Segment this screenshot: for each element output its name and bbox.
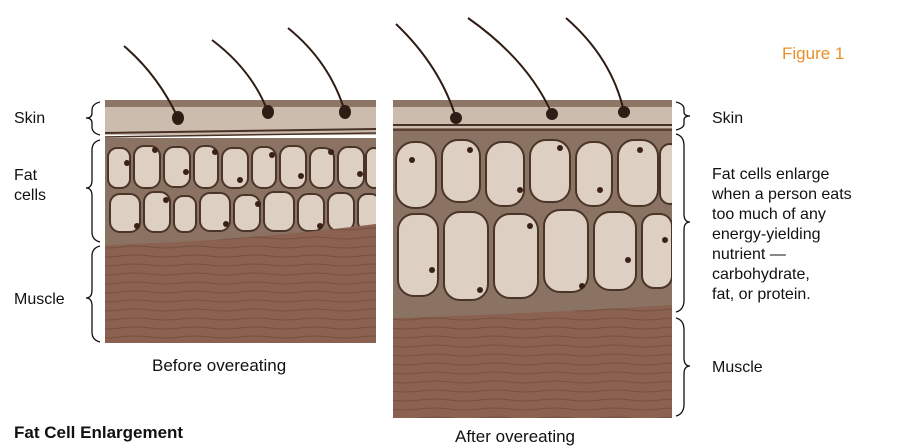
figure-label: Figure 1	[782, 44, 844, 64]
before-panel	[105, 100, 382, 343]
after-caption: After overeating	[455, 427, 575, 447]
left-fat-label-line2: cells	[14, 186, 46, 205]
left-skin-brace	[86, 102, 100, 135]
description-line: carbohydrate,	[712, 265, 852, 285]
description-line: Fat cells enlarge	[712, 165, 852, 185]
right-skin-brace	[676, 102, 690, 130]
left-muscle-label: Muscle	[14, 290, 65, 309]
description-line: fat, or protein.	[712, 285, 852, 305]
left-fat-label-line1: Fat	[14, 166, 37, 185]
figure-title: Fat Cell Enlargement	[14, 423, 183, 443]
description-line: nutrient —	[712, 245, 852, 265]
description-line: when a person eats	[712, 185, 852, 205]
right-muscle-label: Muscle	[712, 358, 763, 377]
description: Fat cells enlarge when a person eats too…	[712, 165, 852, 305]
right-skin-label: Skin	[712, 109, 743, 128]
right-fat-brace	[676, 134, 690, 312]
left-muscle-brace	[86, 246, 100, 342]
left-braces	[86, 102, 100, 342]
left-skin-label: Skin	[14, 109, 45, 128]
left-fat-brace	[86, 140, 100, 242]
after-panel	[393, 100, 680, 418]
right-muscle-brace	[676, 318, 690, 416]
description-line: too much of any	[712, 205, 852, 225]
before-caption: Before overeating	[152, 356, 286, 376]
description-line: energy-yielding	[712, 225, 852, 245]
right-braces	[676, 102, 690, 416]
